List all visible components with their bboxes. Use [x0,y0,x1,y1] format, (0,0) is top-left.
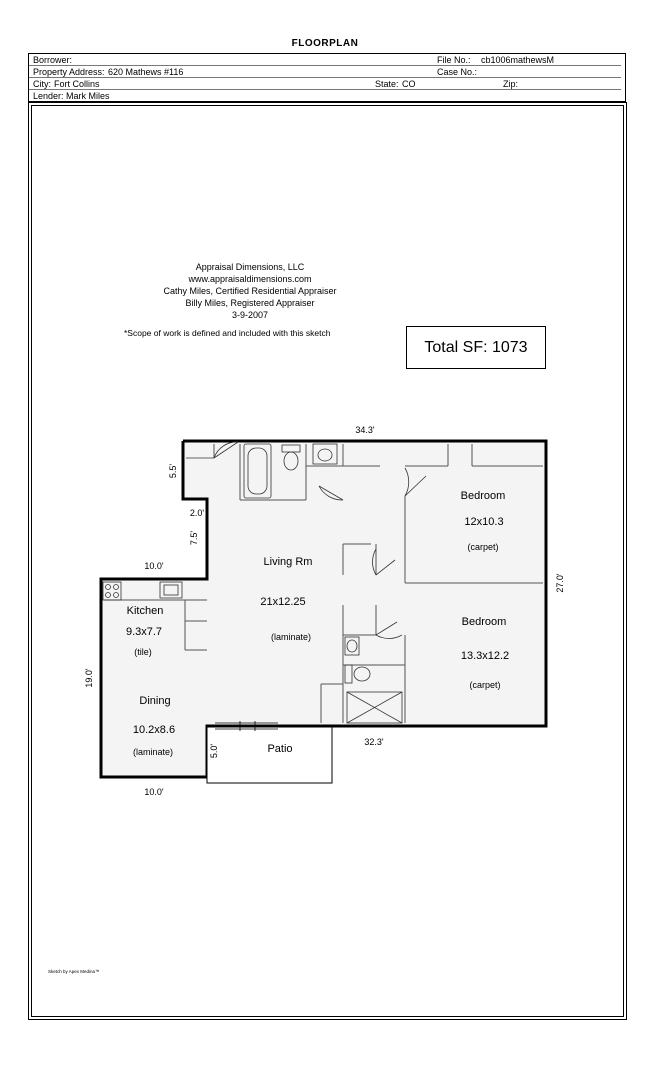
kitchen-size: 9.3x7.7 [126,626,162,638]
interior-walls [104,444,543,723]
lender-label: Lender: [33,91,64,101]
dim-step-height: 7.5' [189,531,199,546]
bedroom1-size: 12x10.3 [464,516,503,528]
living-size: 21x12.25 [260,596,305,608]
patio-name: Patio [267,743,292,755]
appraiser-1: Cathy Miles, Certified Residential Appra… [163,286,337,296]
sketch-frame-inner [31,105,624,1017]
header-form: Borrower: File No.: cb1006mathewsM Prope… [28,53,626,102]
header-row-lender: Lender: Mark Miles [29,91,625,102]
dining-size: 10.2x8.6 [133,724,175,736]
exterior-walls [99,439,548,779]
dim-patio-depth: 5.0' [209,744,219,759]
sketch-by-note: Sketch by Apex Medina™ [48,969,100,974]
state-value: CO [402,79,416,89]
appraiser-2: Billy Miles, Registered Appraiser [185,298,315,308]
header-row-property: Property Address: 620 Mathews #116 Case … [29,67,625,78]
header-row-borrower: Borrower: File No.: cb1006mathewsM [29,55,625,66]
bedroom2-size: 13.3x12.2 [461,650,509,662]
file-no-value: cb1006mathewsM [481,55,555,65]
toilet-2 [344,664,371,684]
stove [102,581,122,601]
dining-floor: (laminate) [133,747,173,757]
appraiser-credits: Appraisal Dimensions, LLC www.appraisald… [110,261,390,321]
dim-left-small-top: 5.5' [168,464,178,479]
header-row-city: City: Fort Collins State: CO Zip: [29,79,625,90]
kitchen-name: Kitchen [127,605,164,617]
dim-right: 27.0' [555,573,565,593]
kitchen-sink [159,581,183,599]
floor-area [101,441,546,777]
dining-name: Dining [139,695,170,707]
property-label: Property Address: [33,67,105,77]
door-swings [186,441,427,639]
bedroom2-name: Bedroom [462,616,507,628]
dim-top: 34.3' [355,425,375,435]
form-title: FLOORPLAN [291,38,359,49]
patio-slider-door [215,721,278,731]
sink-2 [344,636,360,656]
dim-bottom-left: 10.0' [144,787,164,797]
sketch-frame-outer [28,102,627,1020]
dim-step-width: 2.0' [190,508,205,518]
dim-bottom-right: 32.3' [364,737,384,747]
property-value: 620 Mathews #116 [108,67,184,77]
borrower-label: Borrower: [33,55,73,65]
patio-outline [206,726,333,784]
shower [346,691,403,724]
bedroom2-floor: (carpet) [469,680,500,690]
zip-label: Zip: [503,79,519,89]
city-value: Fort Collins [54,79,100,89]
company-name: Appraisal Dimensions, LLC [195,262,305,272]
scope-note: *Scope of work is defined and included w… [124,328,331,338]
city-label: City: [33,79,51,89]
lender-value: Mark Miles [66,91,110,101]
bedroom1-name: Bedroom [461,490,506,502]
file-no-label: File No.: [437,55,471,65]
total-sf-box: Total SF: 1073 [406,326,546,369]
case-no-label: Case No.: [437,67,478,77]
living-floor: (laminate) [271,632,311,642]
company-website: www.appraisaldimensions.com [188,274,312,284]
sketch-date: 3-9-2007 [231,310,269,320]
sink-1 [312,443,338,465]
dim-kitchen-top: 10.0' [144,561,164,571]
dim-left: 19.0' [84,668,94,688]
living-name: Living Rm [264,556,313,568]
kitchen-floor: (tile) [134,647,152,657]
state-label: State: [375,79,399,89]
bedroom1-floor: (carpet) [467,542,498,552]
bathtub [243,443,272,499]
toilet-1 [281,444,301,471]
